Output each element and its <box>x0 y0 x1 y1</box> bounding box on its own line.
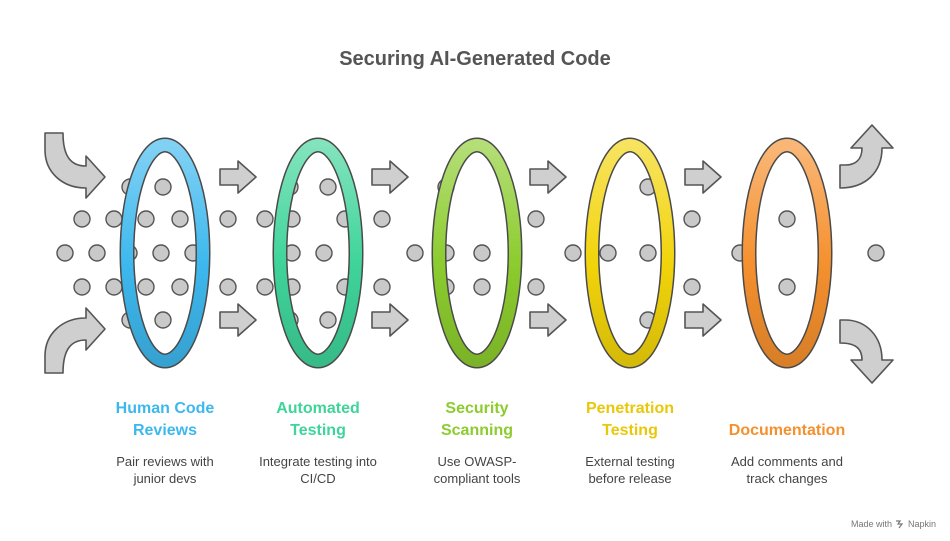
stage-title: Automated Testing <box>276 400 360 439</box>
flow-arrow <box>529 160 567 194</box>
particle-dot <box>599 244 617 262</box>
particle-dot <box>105 210 123 228</box>
particle-dot <box>639 244 657 262</box>
particle-dot <box>778 278 796 296</box>
stage-description: Pair reviews with junior devs <box>116 454 214 486</box>
branding-label: Made with <box>850 519 892 529</box>
particle-dot <box>406 244 424 262</box>
particle-dot <box>564 244 582 262</box>
filter-ring <box>743 139 831 367</box>
filter-ring <box>433 139 521 367</box>
flow-arrow <box>371 303 409 337</box>
particle-dot <box>256 278 274 296</box>
particle-dot <box>256 210 274 228</box>
exit-arrow-top <box>839 124 894 189</box>
particle-dot <box>683 278 701 296</box>
particle-dot <box>171 278 189 296</box>
filter-rings <box>119 137 833 369</box>
particle-dot <box>778 210 796 228</box>
particle-dot <box>219 278 237 296</box>
stage-title: Security Scanning <box>440 400 513 439</box>
flow-arrow <box>219 303 257 337</box>
stage-title: Penetration Testing <box>585 400 674 439</box>
stage-description: Add comments and track changes <box>730 454 843 486</box>
particle-dot <box>171 210 189 228</box>
particle-dot <box>219 210 237 228</box>
flow-arrow <box>684 160 722 194</box>
particle-dot <box>154 178 172 196</box>
stage-description: Integrate testing into CI/CD <box>259 454 377 486</box>
branding-name: Napkin <box>907 519 936 529</box>
napkin-logo-icon <box>895 520 904 529</box>
stage-description: External testing before release <box>585 454 675 486</box>
particle-dot <box>373 278 391 296</box>
particle-dot <box>373 210 391 228</box>
particle-dot <box>152 244 170 262</box>
particle-dot <box>527 210 545 228</box>
particle-dot <box>473 278 491 296</box>
particle-dot <box>73 278 91 296</box>
flow-arrow <box>371 160 409 194</box>
filter-ring <box>586 139 674 367</box>
filter-ring <box>274 139 362 367</box>
flow-arrow <box>219 160 257 194</box>
entry-arrow-top <box>44 132 106 199</box>
stage-description: Use OWASP- compliant tools <box>433 454 521 486</box>
particle-dot <box>319 311 337 329</box>
filter-ring <box>121 139 209 367</box>
flow-arrows <box>44 124 894 384</box>
entry-arrow-bottom <box>44 307 106 374</box>
exit-arrow-bottom <box>839 319 894 384</box>
particle-dot <box>867 244 885 262</box>
particle-dot <box>73 210 91 228</box>
particle-dot <box>473 244 491 262</box>
particle-dot <box>319 178 337 196</box>
particle-dot <box>105 278 123 296</box>
particle-dot <box>137 210 155 228</box>
particle-dot <box>137 278 155 296</box>
branding: Made with Napkin <box>851 519 936 529</box>
particle-dot <box>527 278 545 296</box>
particle-dot <box>56 244 74 262</box>
flow-arrow <box>529 303 567 337</box>
particle-dot <box>154 311 172 329</box>
particle-dot <box>315 244 333 262</box>
stage-title: Human Code Reviews <box>115 400 215 439</box>
stage-title: Documentation <box>728 422 846 439</box>
particle-dot <box>88 244 106 262</box>
flow-arrow <box>684 303 722 337</box>
diagram-title: Securing AI-Generated Code <box>339 48 611 70</box>
particle-dot <box>683 210 701 228</box>
